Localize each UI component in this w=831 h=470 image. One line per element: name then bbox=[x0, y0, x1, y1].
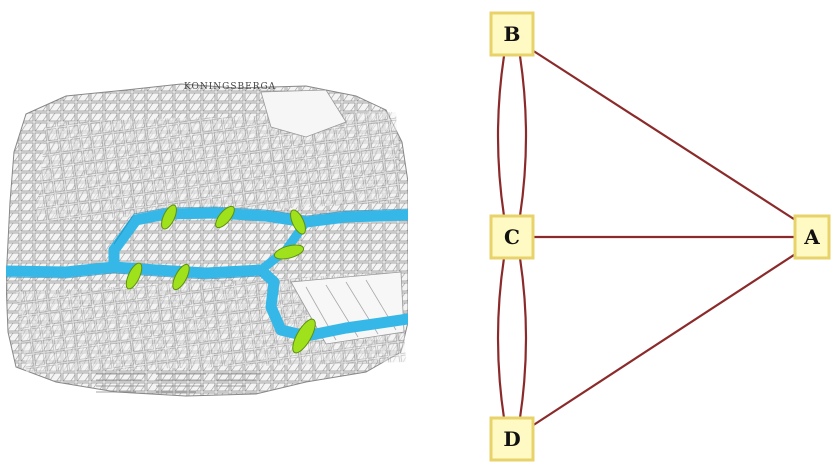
bridge bbox=[292, 318, 316, 354]
bridges bbox=[125, 204, 316, 354]
graph-node-a: A bbox=[793, 214, 831, 260]
edge-b-c bbox=[496, 55, 506, 217]
map-illustration: KONINGSBERGA bbox=[6, 82, 408, 397]
bridge bbox=[290, 209, 306, 235]
edge-c-d bbox=[496, 257, 506, 419]
graph-edges bbox=[496, 49, 801, 427]
graph-diagram: B C D A bbox=[470, 0, 831, 470]
node-label-c: C bbox=[504, 225, 520, 249]
graph-svg: B C D A bbox=[489, 11, 831, 462]
edge-c-d bbox=[518, 257, 528, 419]
map-legend bbox=[96, 373, 261, 393]
node-label-a: A bbox=[803, 225, 820, 249]
bridge bbox=[161, 204, 177, 230]
graph-node-d: D bbox=[489, 416, 535, 462]
node-label-b: B bbox=[504, 22, 521, 46]
node-label-d: D bbox=[503, 427, 520, 451]
bridge bbox=[215, 205, 235, 229]
map-title: KONINGSBERGA bbox=[184, 82, 276, 92]
graph-node-c: C bbox=[489, 214, 535, 260]
edge-b-c bbox=[518, 55, 528, 217]
graph-node-b: B bbox=[489, 11, 535, 57]
edge-d-a bbox=[531, 250, 801, 427]
bridge bbox=[125, 262, 143, 290]
bridge bbox=[273, 244, 305, 260]
bridge bbox=[172, 263, 190, 291]
edge-b-a bbox=[531, 49, 801, 224]
konigsberg-map: KONINGSBERGA bbox=[6, 82, 408, 400]
